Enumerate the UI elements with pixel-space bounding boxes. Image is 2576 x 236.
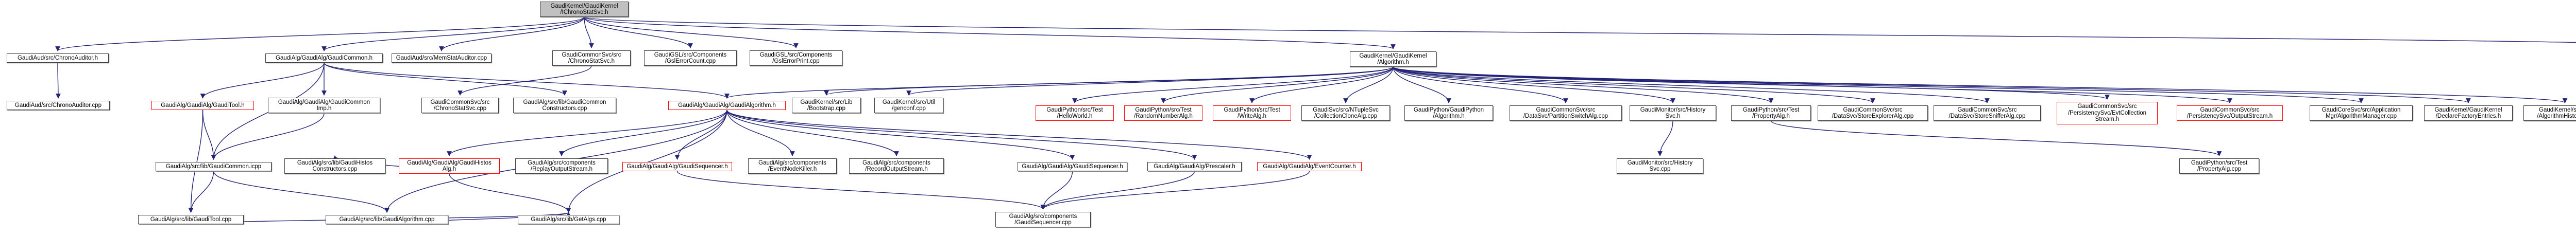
graph-node[interactable]: GaudiPython/src/Test /PropertyAlg.h xyxy=(1731,105,1811,121)
graph-node[interactable]: GaudiAlg/src/lib/GaudiAlgorithm.cpp xyxy=(326,215,448,224)
graph-node[interactable]: GaudiSvc/src/NTupleSvc /CollectionCloneA… xyxy=(1301,105,1390,121)
graph-node[interactable]: GaudiAlg/GaudiAlg/GaudiSequencer.h xyxy=(622,162,732,171)
graph-node[interactable]: GaudiCommonSvc/src /DataSvc/PartitionSwi… xyxy=(1510,105,1622,121)
graph-edge xyxy=(1393,66,1875,103)
graph-edge xyxy=(1393,66,1990,103)
graph-edge xyxy=(1040,171,1310,210)
graph-node[interactable]: GaudiKernel/src/Lib /Bootstrap.cpp xyxy=(792,98,861,113)
graph-node[interactable]: GaudiPython/src/Test /RandomNumberAlg.h xyxy=(1124,105,1202,121)
graph-edge xyxy=(447,110,727,156)
graph-node[interactable]: GaudiAlg/src/lib/GaudiHistos Constructor… xyxy=(284,158,385,174)
graph-edge xyxy=(1393,66,2110,100)
graph-node[interactable]: GaudiGSL/src/Components /GslErrorCount.c… xyxy=(644,50,737,66)
graph-node[interactable]: GaudiAlg/GaudiAlg/GaudiAlgorithm.h xyxy=(668,101,786,110)
graph-node[interactable]: GaudiAlg/GaudiAlg/Prescaler.h xyxy=(1147,162,1242,171)
graph-edge xyxy=(1161,66,1394,103)
graph-node[interactable]: GaudiGSL/src/Components /GslErrorPrint.c… xyxy=(750,50,842,66)
graph-edge xyxy=(324,62,730,99)
graph-edge xyxy=(1393,66,1451,103)
graph-edge xyxy=(1393,66,1568,103)
graph-edge xyxy=(1393,66,2471,103)
graph-edge xyxy=(457,65,592,96)
graph-node[interactable]: GaudiKernel/GaudiKernel /DeclareFactoryE… xyxy=(2424,105,2513,121)
graph-node[interactable]: GaudiAlg/GaudiAlg/GaudiTool.h xyxy=(151,101,254,110)
graph-edge xyxy=(1249,66,1394,103)
graph-node[interactable]: GaudiAlg/src/lib/GaudiCommon Constructor… xyxy=(513,98,616,113)
graph-edge xyxy=(55,16,585,51)
graph-node[interactable]: GaudiAlg/GaudiAlg/GaudiSequencer.h xyxy=(1018,162,1127,171)
graph-node[interactable]: GaudiAlg/src/components /EventNodeKiller… xyxy=(748,158,837,174)
graph-edge xyxy=(439,16,585,51)
graph-node[interactable]: GaudiAlg/GaudiAlg/GaudiCommon.h xyxy=(265,53,383,63)
graph-edge xyxy=(1040,171,1195,210)
graph-node[interactable]: GaudiKernel/GaudiKernel /Algorithm.h xyxy=(1350,51,1436,67)
graph-edge xyxy=(676,171,1046,210)
graph-node[interactable]: GaudiAlg/GaudiAlg/EventCounter.h xyxy=(1257,162,1362,171)
graph-node[interactable]: GaudiPython/src/Test /WriteAlg.h xyxy=(1213,105,1291,121)
graph-node[interactable]: GaudiAlg/src/lib/GaudiCommon.icpp xyxy=(156,162,272,171)
graph-node[interactable]: GaudiAud/src/MemStatAuditor.cpp xyxy=(392,53,492,63)
graph-edge xyxy=(1393,66,2567,103)
graph-edge xyxy=(188,110,204,213)
graph-edge xyxy=(211,113,325,160)
graph-edge xyxy=(584,16,594,48)
graph-edge xyxy=(584,16,1396,49)
graph-node[interactable]: GaudiAud/src/ChronoAuditor.h xyxy=(7,53,109,63)
graph-edge xyxy=(726,110,899,156)
graph-edge xyxy=(1343,66,1394,103)
graph-node[interactable]: GaudiCommonSvc/src /ChronoStatSvc.h xyxy=(552,50,631,66)
graph-edge xyxy=(1393,66,2364,103)
graph-edge xyxy=(200,62,325,99)
graph-edge xyxy=(584,16,693,48)
graph-edge xyxy=(188,171,214,213)
graph-node[interactable]: GaudiPython/src/Test /HelloWorld.h xyxy=(1036,105,1114,121)
graph-node[interactable]: GaudiAlg/src/components /RecordOutputStr… xyxy=(849,158,944,174)
graph-node[interactable]: GaudiCommonSvc/src /PersistencySvc/Outpu… xyxy=(2177,105,2283,121)
graph-node[interactable]: GaudiCommonSvc/src /DataSvc/StoreSniffer… xyxy=(1934,105,2041,121)
graph-node[interactable]: GaudiAlg/GaudiAlg/GaudiHistos Alg.h xyxy=(399,158,500,174)
graph-edge xyxy=(584,16,2576,43)
graph-edge xyxy=(321,16,585,51)
graph-node[interactable]: GaudiMonitor/src/History Svc.cpp xyxy=(1617,158,1703,174)
graph-node[interactable]: GaudiAlg/src/components /GaudiSequencer.… xyxy=(995,212,1091,227)
graph-node[interactable]: GaudiKernel/src/Util /genconf.cpp xyxy=(874,98,943,113)
graph-node[interactable]: GaudiCommonSvc/src /DataSvc/StoreExplore… xyxy=(1818,105,1928,121)
graph-node[interactable]: GaudiMonitor/src/History Svc.h xyxy=(1630,105,1716,121)
graph-edge xyxy=(726,110,795,156)
graph-node[interactable]: GaudiPython/GaudiPython /Algorithm.h xyxy=(1404,105,1493,121)
graph-node[interactable]: GaudiCommonSvc/src /PersistencySvc/EvtCo… xyxy=(2057,102,2158,124)
graph-edge xyxy=(1657,120,1673,156)
graph-node[interactable]: GaudiCoreSvc/src/Application Mgr/Algorit… xyxy=(2310,105,2413,121)
graph-node[interactable]: GaudiAlg/src/components /ReplayOutputStr… xyxy=(515,158,608,174)
graph-edge xyxy=(449,173,571,213)
graph-edge xyxy=(202,110,216,160)
graph-edge xyxy=(674,110,727,160)
graph-edge xyxy=(1770,120,2222,156)
graph-edge xyxy=(1393,66,1675,103)
graph-node[interactable]: GaudiAlg/src/lib/GetAlgs.cpp xyxy=(518,215,619,224)
graph-edge xyxy=(906,66,1394,96)
graph-node[interactable]: GaudiCommonSvc/src /ChronoStatSvc.cpp xyxy=(421,98,499,113)
graph-edge xyxy=(724,66,1394,99)
graph-node[interactable]: GaudiKernel/src/Lib /AlgorithmHistory.cp… xyxy=(2523,105,2576,121)
graph-edge xyxy=(584,16,799,48)
graph-edge xyxy=(726,110,1075,160)
graph-edge xyxy=(1072,66,1394,103)
graph-edge xyxy=(824,66,1394,96)
graph-edge xyxy=(324,62,567,96)
graph-node[interactable]: GaudiAlg/GaudiAlg/GaudiCommon Imp.h xyxy=(268,98,380,113)
graph-edge xyxy=(1040,171,1073,210)
graph-node[interactable]: GaudiAlg/src/lib/GaudiTool.cpp xyxy=(138,215,244,224)
graph-edge xyxy=(213,171,389,213)
graph-node[interactable]: GaudiPython/src/Test /PropertyAlg.cpp xyxy=(2179,158,2259,174)
graph-node[interactable]: GaudiAud/src/ChronoAuditor.cpp xyxy=(7,101,110,110)
graph-node[interactable]: GaudiKernel/GaudiKernel /IChronoStatSvc.… xyxy=(540,2,629,17)
graph-edge xyxy=(1393,66,2232,103)
graph-edge xyxy=(559,110,727,156)
graph-edge xyxy=(1393,66,1774,103)
